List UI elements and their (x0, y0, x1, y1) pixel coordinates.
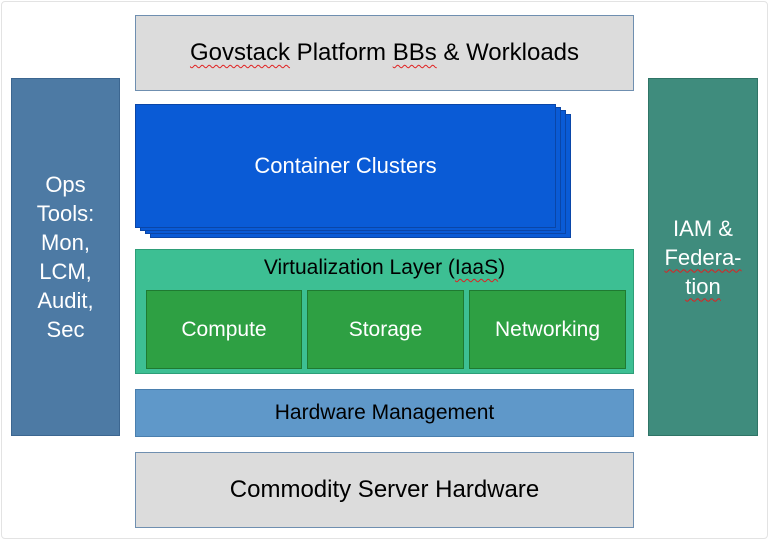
iaas-word: IaaS (454, 256, 499, 279)
platform-bbs-workloads-label: Govstack Platform BBs & Workloads (189, 39, 580, 66)
container-clusters-box: Container Clusters (135, 104, 556, 228)
container-clusters-label: Container Clusters (254, 153, 437, 178)
compute-box: Compute (146, 290, 302, 369)
hardware-management-box: Hardware Management (135, 389, 634, 437)
hardware-management-label: Hardware Management (274, 401, 495, 424)
ops-tools-label: Ops Tools: Mon, LCM, Audit, Sec (36, 172, 95, 342)
commodity-server-hardware-label: Commodity Server Hardware (229, 476, 540, 503)
platform-bbs-workloads-box: Govstack Platform BBs & Workloads (135, 15, 634, 91)
virtualization-layer-title: Virtualization Layer (IaaS) (263, 256, 506, 279)
govstack-word: Govstack (189, 39, 291, 66)
storage-label: Storage (348, 317, 423, 341)
ops-tools-box: Ops Tools: Mon, LCM, Audit, Sec (11, 78, 120, 436)
compute-label: Compute (181, 317, 267, 341)
iam-federation-box: IAM & Federa- tion (648, 78, 758, 436)
networking-box: Networking (469, 290, 626, 369)
iam-federation-label: IAM & Federa- tion (664, 215, 742, 299)
bbs-word: BBs (392, 39, 437, 66)
networking-label: Networking (494, 317, 601, 341)
commodity-server-hardware-box: Commodity Server Hardware (135, 452, 634, 528)
storage-box: Storage (307, 290, 464, 369)
